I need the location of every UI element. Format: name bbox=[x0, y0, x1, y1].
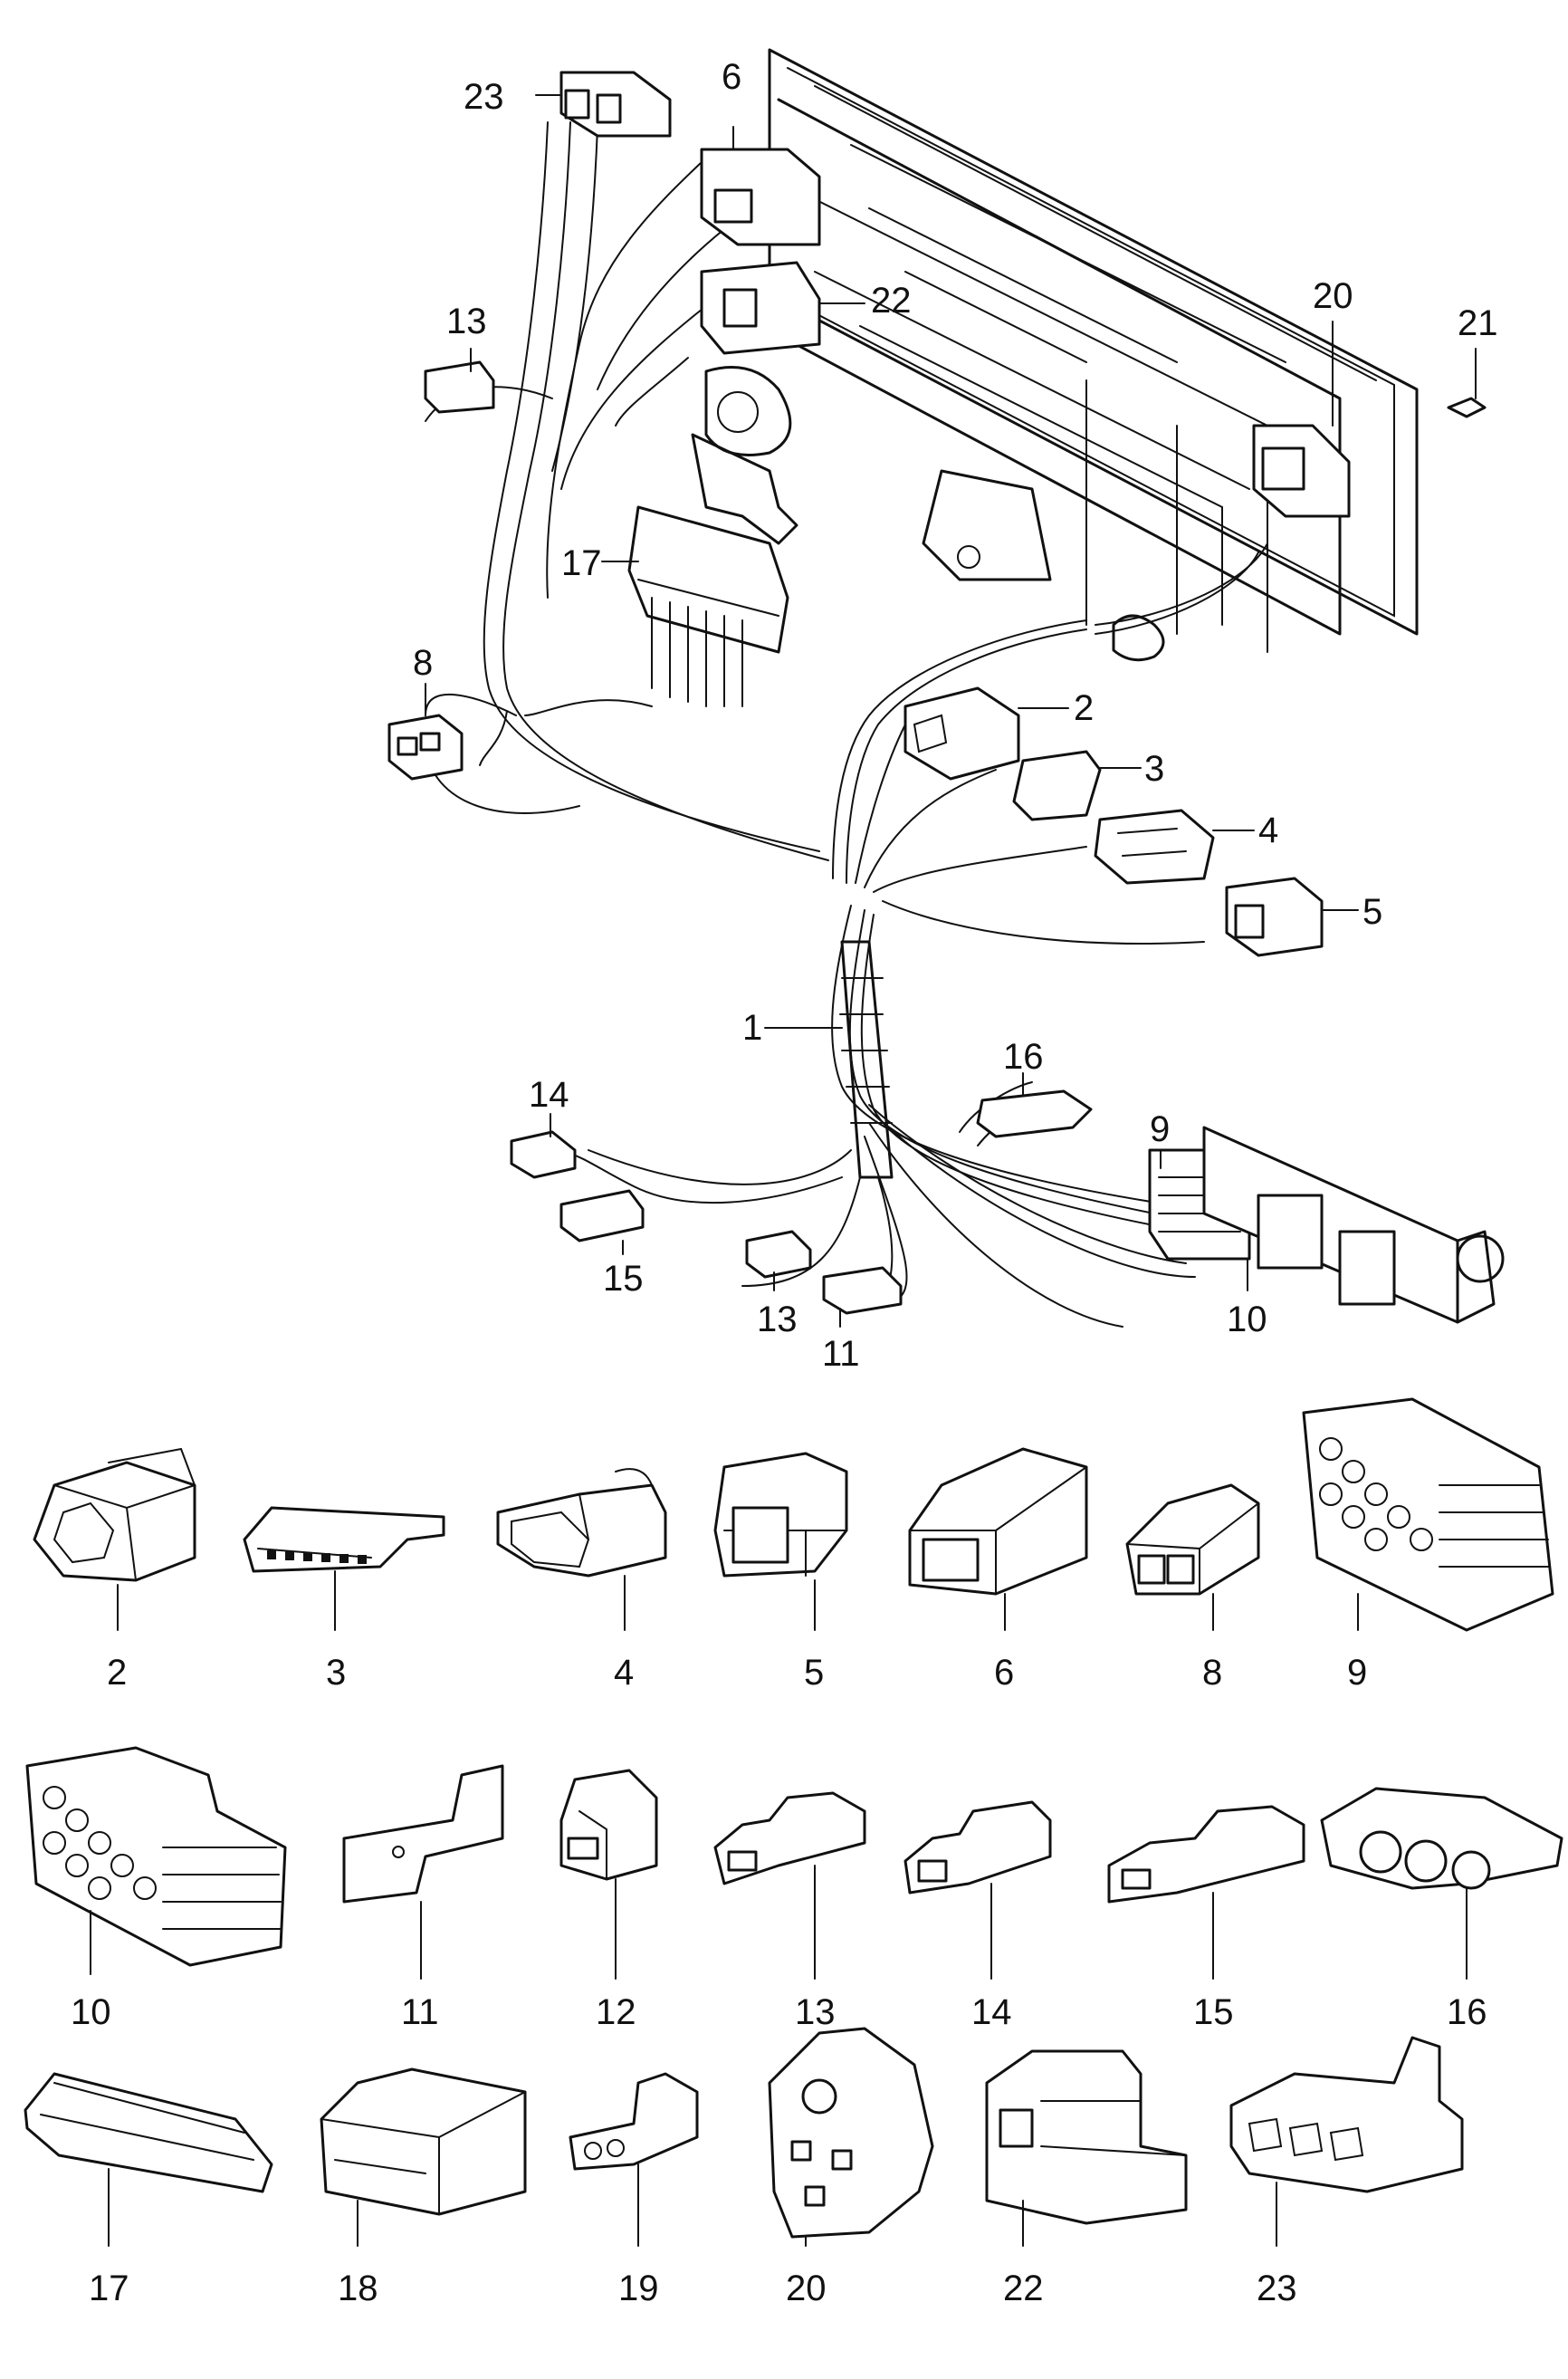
part-10-connector bbox=[25, 1746, 287, 1975]
assembly-connectors bbox=[387, 71, 1505, 1324]
callout-22: 22 bbox=[871, 281, 912, 321]
part-label-3: 3 bbox=[326, 1653, 346, 1693]
callout-13-top: 13 bbox=[446, 302, 487, 341]
callout-21: 21 bbox=[1458, 303, 1498, 343]
callout-9: 9 bbox=[1150, 1109, 1170, 1149]
part-label-5: 5 bbox=[804, 1653, 824, 1693]
part-label-10: 10 bbox=[71, 1992, 111, 2032]
part-label-15: 15 bbox=[1193, 1992, 1234, 2032]
part-label-2: 2 bbox=[107, 1653, 127, 1693]
part-14-connector bbox=[904, 1800, 1052, 1980]
part-label-8: 8 bbox=[1202, 1653, 1222, 1693]
part-label-19: 19 bbox=[618, 2269, 659, 2308]
part-label-11: 11 bbox=[401, 1992, 439, 2032]
part-13-connector bbox=[713, 1791, 866, 1980]
callout-20: 20 bbox=[1313, 276, 1353, 316]
callout-3: 3 bbox=[1144, 749, 1164, 789]
part-20-connector bbox=[768, 2027, 934, 2247]
callout-11: 11 bbox=[822, 1334, 860, 1374]
assembly-callout-labels: 23 6 22 13 20 21 17 8 2 3 4 5 1 14 16 9 … bbox=[413, 57, 1498, 1374]
instrument-cluster-housing bbox=[691, 48, 1419, 662]
part-label-9: 9 bbox=[1347, 1653, 1367, 1693]
callout-15: 15 bbox=[603, 1259, 644, 1299]
part-label-16: 16 bbox=[1447, 1992, 1487, 2032]
part-5-connector bbox=[713, 1452, 848, 1631]
callout-2: 2 bbox=[1074, 688, 1094, 728]
part-15-connector bbox=[1107, 1805, 1305, 1980]
callout-5: 5 bbox=[1362, 892, 1382, 932]
callout-8: 8 bbox=[413, 643, 433, 683]
part-11-connector bbox=[342, 1764, 504, 1980]
part-22-connector bbox=[985, 2049, 1188, 2247]
part-9-connector bbox=[1302, 1397, 1554, 1632]
callout-6: 6 bbox=[722, 57, 741, 97]
part-16-connector bbox=[1320, 1787, 1563, 1980]
callout-4: 4 bbox=[1258, 811, 1278, 850]
callout-13-lower: 13 bbox=[757, 1300, 798, 1339]
parts-row-2 bbox=[25, 1746, 1563, 1980]
callout-14: 14 bbox=[529, 1075, 569, 1115]
part-6-connector bbox=[908, 1447, 1088, 1631]
part-label-6: 6 bbox=[994, 1653, 1014, 1693]
part-17-connector bbox=[24, 2072, 273, 2247]
wiring-harness bbox=[424, 121, 1268, 1328]
callout-23: 23 bbox=[464, 77, 504, 117]
part-label-22: 22 bbox=[1003, 2269, 1044, 2308]
parts-row-1 bbox=[33, 1397, 1554, 1632]
callout-17: 17 bbox=[561, 543, 602, 583]
callout-10: 10 bbox=[1227, 1300, 1267, 1339]
part-12-connector bbox=[559, 1769, 658, 1980]
part-label-14: 14 bbox=[971, 1992, 1012, 2032]
part-2-connector bbox=[33, 1447, 196, 1631]
part-label-23: 23 bbox=[1257, 2269, 1297, 2308]
part-label-18: 18 bbox=[338, 2269, 378, 2308]
part-label-17: 17 bbox=[89, 2269, 129, 2308]
part-number-labels: 2 3 4 5 6 8 9 10 11 12 13 14 15 16 17 18… bbox=[71, 1653, 1487, 2308]
part-4-connector bbox=[496, 1468, 667, 1631]
callout-1: 1 bbox=[742, 1008, 762, 1048]
part-23-connector bbox=[1229, 2036, 1464, 2247]
part-19-connector bbox=[569, 2072, 699, 2247]
part-8-connector bbox=[1125, 1483, 1260, 1631]
part-label-12: 12 bbox=[596, 1992, 636, 2032]
part-3-connector bbox=[243, 1506, 445, 1631]
part-18-connector bbox=[320, 2067, 527, 2247]
parts-row-3 bbox=[24, 2027, 1464, 2247]
part-label-13: 13 bbox=[795, 1992, 836, 2032]
callout-16: 16 bbox=[1003, 1037, 1044, 1077]
part-label-20: 20 bbox=[786, 2269, 827, 2308]
part-label-4: 4 bbox=[614, 1653, 634, 1693]
callout-leader-lines bbox=[425, 94, 1477, 1328]
